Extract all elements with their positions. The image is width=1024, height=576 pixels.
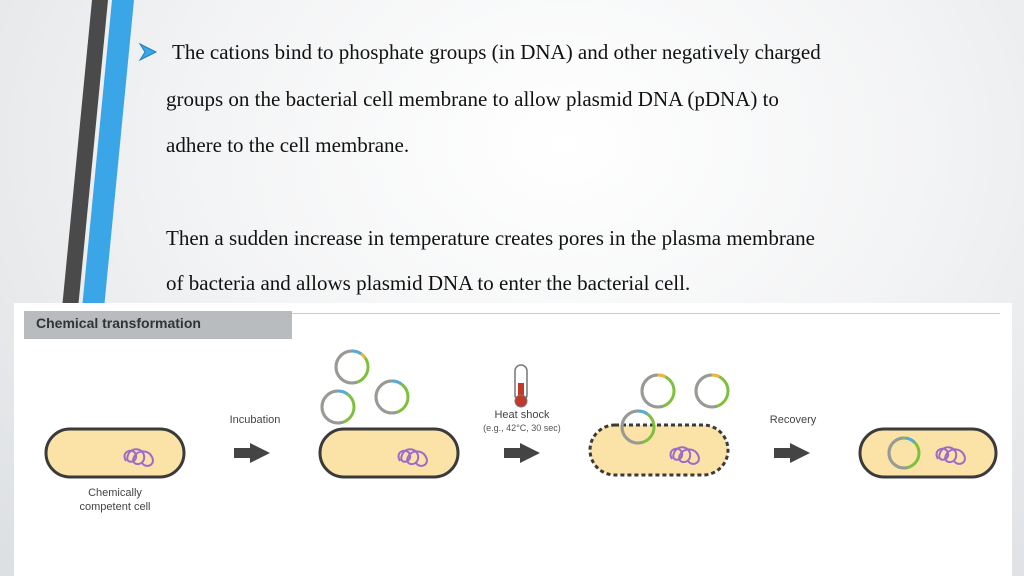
recovery-label: Recovery	[769, 414, 817, 426]
arrow-right-icon	[504, 443, 540, 463]
paragraph-line-2: groups on the bacterial cell membrane to…	[166, 87, 779, 111]
competent-cell	[44, 427, 186, 479]
plasmid-icon	[640, 373, 676, 409]
plasmid-icon	[620, 409, 656, 445]
arrow-bullet-icon	[138, 42, 158, 62]
heat-shock-label: Heat shock	[494, 409, 550, 421]
heat-shock-detail: (e.g., 42°C, 30 sec)	[483, 423, 561, 433]
diagram-canvas	[44, 349, 998, 479]
plasmid-icon	[334, 349, 370, 385]
plasmid-icon	[320, 389, 356, 425]
figure-header: Chemical transformation	[24, 311, 292, 339]
paragraph-line-1: The cations bind to phosphate groups (in…	[172, 40, 821, 64]
arrow-right-icon	[774, 443, 810, 463]
chemical-transformation-figure: Chemical transformation	[14, 303, 1012, 576]
arrow-right-icon	[234, 443, 270, 463]
figure-title: Chemical transformation	[36, 315, 201, 331]
paragraph-line-4: Then a sudden increase in temperature cr…	[166, 226, 815, 250]
plasmid-icon	[694, 373, 730, 409]
plasmid-icon	[374, 379, 410, 415]
paragraph-line-5: of bacteria and allows plasmid DNA to en…	[166, 271, 691, 295]
thermometer-icon	[514, 364, 528, 408]
heat-shocked-cell	[588, 423, 730, 477]
cell-label-line-1: Chemically	[88, 487, 142, 499]
transformed-cell	[858, 427, 998, 479]
incubation-label: Incubation	[229, 414, 281, 426]
incubation-cell	[318, 427, 460, 479]
cell-label-line-2: competent cell	[79, 501, 151, 513]
paragraph-line-3: adhere to the cell membrane.	[166, 133, 410, 157]
figure-header-rule	[24, 313, 1000, 314]
chromosomal-dna-icon	[123, 448, 154, 467]
